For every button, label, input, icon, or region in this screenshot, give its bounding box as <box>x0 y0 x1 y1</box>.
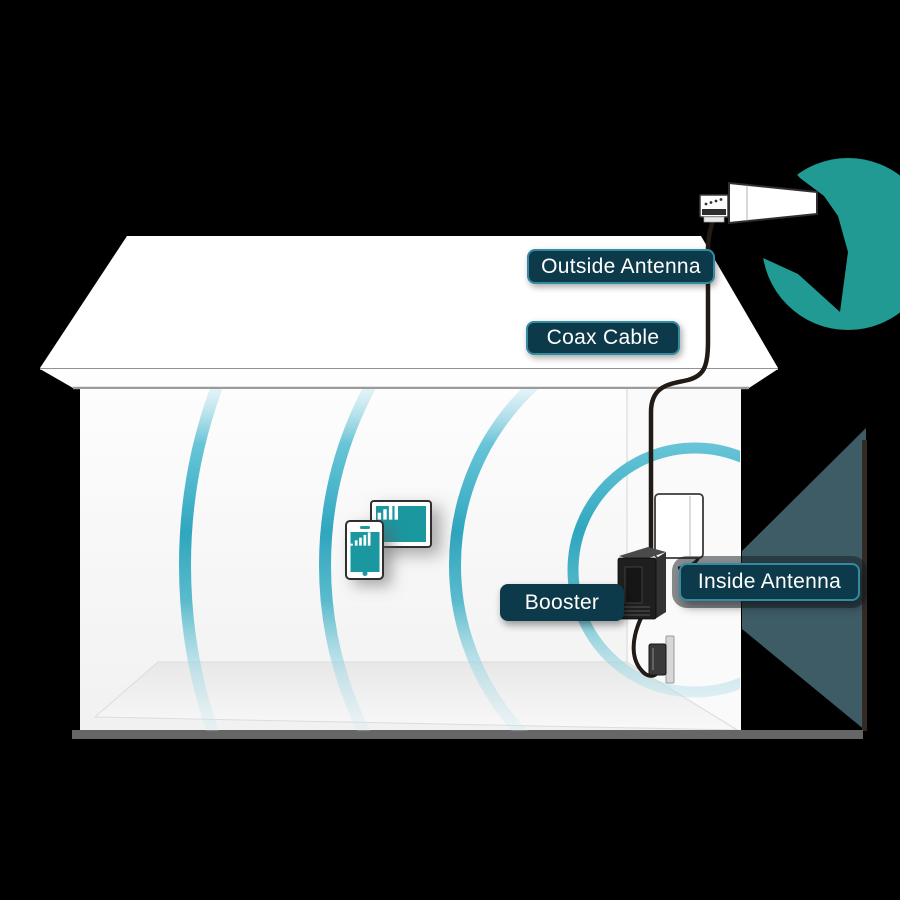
phone-home-button <box>362 571 367 576</box>
smartphone-icon <box>345 520 384 580</box>
booster-icon <box>617 547 666 620</box>
inside-antenna-label: Inside Antenna <box>679 563 860 601</box>
inside-antenna-panel-icon <box>654 493 704 559</box>
outside-antenna-label: Outside Antenna <box>527 249 715 284</box>
phone-speaker <box>359 526 370 529</box>
power-plug-icon <box>648 635 675 684</box>
signal-bars-icon <box>350 532 370 546</box>
signal-waves-icon <box>179 389 740 731</box>
signal-bars-icon <box>372 502 398 520</box>
coax-cable-line <box>648 214 717 552</box>
house-base-bar <box>72 730 863 739</box>
phone-screen <box>350 532 379 572</box>
antenna-horn <box>728 182 818 224</box>
tablet-screen <box>372 502 426 542</box>
wall-outlet-icon <box>665 635 675 684</box>
fascia-board <box>40 369 778 388</box>
outside-antenna-icon <box>699 182 818 224</box>
shadow-edge-strip <box>862 440 867 731</box>
tablet-icon <box>370 500 432 548</box>
coax-cable-label: Coax Cable <box>526 321 680 355</box>
booster-label: Booster <box>500 584 624 621</box>
